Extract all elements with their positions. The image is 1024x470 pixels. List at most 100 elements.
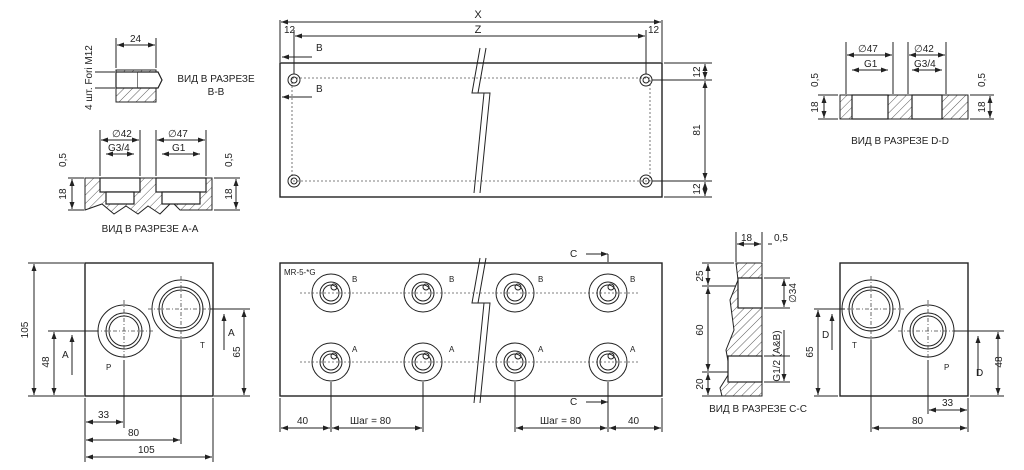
front-port-b: B: [630, 275, 635, 284]
front-port-a: A: [352, 345, 358, 354]
section-dd-dia-left: ∅47: [858, 44, 878, 55]
right-view-outline: [839, 262, 969, 397]
section-aa-dim-18-left: 18: [58, 188, 69, 200]
right-port-t: T: [852, 341, 857, 350]
left-port-p: P: [106, 363, 111, 372]
front-dim-40-right: 40: [628, 416, 640, 427]
top-plate-outline: [279, 62, 663, 198]
section-aa-title: ВИД В РАЗРЕЗЕ A-A: [102, 224, 199, 235]
top-hole-inner: [290, 76, 298, 84]
section-aa-dia-right: ∅47: [168, 129, 188, 140]
front-view: MR-5-*G B A B A B A: [279, 249, 663, 432]
section-cc-dia-34: ∅34: [788, 283, 799, 303]
front-port-b: B: [352, 275, 357, 284]
section-dd-dim-18-left: 18: [810, 101, 821, 113]
port-a-outer: [495, 342, 535, 382]
dim-12-right: 12: [648, 25, 660, 36]
section-bb-dim-24: 24: [130, 34, 142, 45]
front-port-a: A: [449, 345, 455, 354]
section-aa-thread-left: G3/4: [108, 143, 130, 154]
section-cc-title: ВИД В РАЗРЕЗЕ C-C: [709, 404, 807, 415]
left-port-t: T: [200, 341, 205, 350]
top-hole-inner: [642, 76, 650, 84]
right-mark-d-right: D: [976, 368, 983, 379]
port-column: B A: [311, 273, 358, 382]
section-dd-dia-right: ∅42: [914, 44, 934, 55]
section-aa-dia-left: ∅42: [112, 129, 132, 140]
section-bb-title-2: B-B: [208, 87, 225, 98]
port-a-outer: [311, 342, 351, 382]
front-dim-40-left: 40: [297, 416, 309, 427]
section-cc-dim-05: 0,5: [774, 233, 788, 244]
left-mark-a-left: A: [62, 350, 69, 361]
right-port-p: P: [944, 363, 949, 372]
left-dim-65: 65: [232, 346, 243, 358]
port-b-outer: [588, 273, 628, 313]
section-b-mark-top: B: [316, 43, 323, 54]
left-view: P T 105 48 A 65 A 33 80 105: [20, 262, 250, 462]
front-port-a: A: [538, 345, 544, 354]
section-cc-dim-18: 18: [741, 233, 753, 244]
left-mark-a-right: A: [228, 328, 235, 339]
port-column: B A: [588, 273, 636, 382]
section-bb: 24 4 шт. Fori M12 ВИД В РАЗРЕЗЕ B-B: [84, 34, 255, 110]
top-view: X Z 12 12 B B 12 81 12: [279, 9, 712, 198]
section-dd-thread-left: G1: [864, 59, 878, 70]
section-c-mark-top: C: [570, 249, 577, 260]
front-model-label: MR-5-*G: [284, 268, 316, 277]
front-port-b: B: [449, 275, 454, 284]
section-cc-dim-60: 60: [695, 324, 706, 336]
front-port-a: A: [630, 345, 636, 354]
port-b-outer: [311, 273, 351, 313]
top-hole-grid: [291, 77, 651, 182]
right-mark-d-left: D: [822, 330, 829, 341]
section-dd: ∅47 ∅42 G1 G3/4 0,5 18 0,5 18 ВИД В РАЗР…: [810, 42, 994, 147]
port-column: B A: [495, 273, 544, 382]
section-aa: ∅42 ∅47 G3/4 G1 0,5 18 0,5 18 ВИД В РАЗР…: [58, 129, 240, 235]
port-b-outer: [495, 273, 535, 313]
section-dd-thread-right: G3/4: [914, 59, 936, 70]
section-cc: 18 0,5 25 60 20 ∅34 G1/2 (A&B) ВИД В РАЗ…: [695, 232, 807, 415]
section-aa-dim-05-left: 0,5: [58, 153, 69, 167]
front-port-b: B: [538, 275, 543, 284]
left-dim-80: 80: [128, 428, 140, 439]
top-hole: [287, 73, 301, 87]
section-cc-dim-25: 25: [695, 270, 706, 282]
top-hole-inner: [642, 177, 650, 185]
top-hole-inner: [290, 177, 298, 185]
dim-z-label: Z: [475, 24, 482, 36]
left-dim-105-horizontal: 105: [138, 445, 155, 456]
port-a-outer: [588, 342, 628, 382]
right-dim-65: 65: [805, 346, 816, 358]
section-bb-thread-label: 4 шт. Fori M12: [84, 45, 95, 110]
dim-81: 81: [692, 124, 703, 136]
section-dd-dim-05-left: 0,5: [810, 73, 821, 87]
dim-12-bottom-right: 12: [692, 183, 703, 195]
section-aa-thread-right: G1: [172, 143, 186, 154]
port-column: B A: [403, 273, 455, 382]
front-pitch-left: Шаг = 80: [350, 416, 391, 427]
section-b-mark-bottom: B: [316, 84, 323, 95]
section-dd-title: ВИД В РАЗРЕЗЕ D-D: [851, 136, 949, 147]
left-dim-48: 48: [41, 356, 52, 368]
port-b-outer: [403, 273, 443, 313]
section-bb-title-1: ВИД В РАЗРЕЗЕ: [177, 74, 255, 85]
right-dim-80: 80: [912, 416, 924, 427]
left-dim-33: 33: [98, 410, 110, 421]
right-dim-48: 48: [994, 356, 1005, 368]
right-view: T P 65 D 48 D 33 80: [805, 262, 1005, 432]
left-dim-105-vertical: 105: [20, 321, 31, 338]
front-pitch-right: Шаг = 80: [540, 416, 581, 427]
port-a-outer: [403, 342, 443, 382]
right-dim-33: 33: [942, 398, 954, 409]
section-dd-dim-05-right: 0,5: [977, 73, 988, 87]
left-view-outline: [84, 262, 214, 397]
top-hole: [287, 174, 301, 188]
section-aa-dim-05-right: 0,5: [224, 153, 235, 167]
dim-12-top-right: 12: [692, 66, 703, 78]
section-c-mark-bottom: C: [570, 397, 577, 408]
section-cc-dim-20: 20: [695, 378, 706, 390]
top-break-line: [477, 47, 491, 194]
dim-x-label: X: [474, 9, 482, 21]
